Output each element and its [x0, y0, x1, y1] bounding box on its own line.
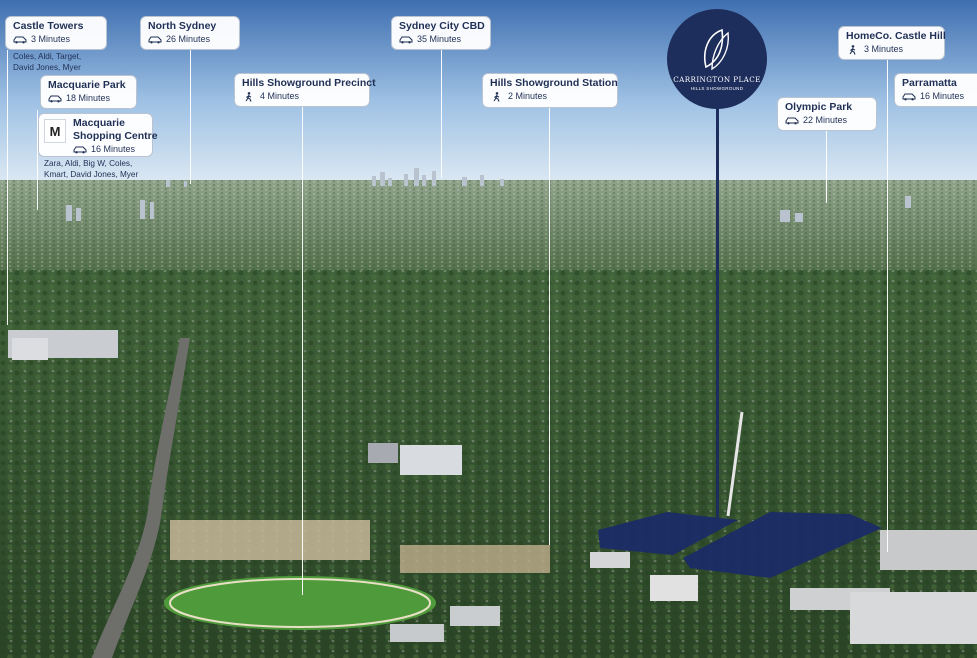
- label-parramatta: Parramatta 16 Minutes: [894, 73, 977, 107]
- location-name-line-1: Macquarie: [73, 117, 125, 129]
- location-name: Olympic Park: [785, 101, 853, 113]
- walking-icon: [242, 91, 256, 102]
- pointer-sydney-cbd: [441, 50, 442, 178]
- macquarie-m-logo: M: [44, 119, 66, 143]
- location-name-line-2: Shopping Centre: [73, 130, 158, 142]
- pointer-homeco-castle-hill: [887, 60, 888, 552]
- car-icon: [13, 35, 27, 44]
- label-macquarie-centre: M Macquarie Shopping Centre 16 Minutes: [38, 113, 158, 157]
- location-name: North Sydney: [148, 20, 217, 32]
- car-icon: [902, 92, 916, 101]
- label-sydney-cbd: Sydney City CBD 35 Minutes: [391, 16, 491, 50]
- brand-subtitle: HILLS SHOWGROUND: [690, 86, 744, 91]
- pointer-olympic-park: [826, 131, 827, 203]
- travel-time: 16 Minutes: [91, 144, 136, 154]
- travel-time: 3 Minutes: [31, 34, 71, 44]
- location-name: Sydney City CBD: [399, 20, 485, 32]
- label-macquarie-park: Macquarie Park 18 Minutes: [40, 75, 137, 109]
- car-icon: [48, 94, 62, 103]
- car-icon: [785, 116, 799, 125]
- pointer-castle-towers: [7, 50, 8, 325]
- location-name: Macquarie Park: [48, 79, 126, 91]
- label-north-sydney: North Sydney 26 Minutes: [140, 16, 240, 50]
- label-hills-showground-precinct: Hills Showground Precinct 4 Minutes: [234, 73, 376, 107]
- location-name: Parramatta: [902, 77, 957, 89]
- travel-time: 22 Minutes: [803, 115, 848, 125]
- travel-time: 2 Minutes: [508, 91, 548, 101]
- location-name: Castle Towers: [13, 20, 84, 32]
- location-name: Hills Showground Station: [490, 77, 618, 89]
- walking-icon: [846, 44, 860, 55]
- travel-time: 16 Minutes: [920, 91, 965, 101]
- travel-time: 4 Minutes: [260, 91, 300, 101]
- label-homeco-castle-hill: HomeCo. Castle Hill 3 Minutes: [838, 26, 946, 60]
- car-icon: [73, 145, 87, 154]
- pointer-hills-showground-precinct: [302, 107, 303, 595]
- travel-time: 35 Minutes: [417, 34, 462, 44]
- pointer-hills-showground-station: [549, 108, 550, 545]
- castle-towers-stores: Coles, Aldi, Target, David Jones, Myer: [13, 52, 82, 72]
- travel-time: 18 Minutes: [66, 93, 111, 103]
- leaf-outline-logo-icon: [704, 28, 729, 71]
- label-olympic-park: Olympic Park 22 Minutes: [777, 97, 877, 131]
- travel-time: 26 Minutes: [166, 34, 211, 44]
- car-icon: [399, 35, 413, 44]
- location-name: HomeCo. Castle Hill: [846, 30, 946, 42]
- location-name: Hills Showground Precinct: [242, 77, 376, 89]
- carrington-place-badge: CARRINGTON PLACE HILLS SHOWGROUND: [667, 9, 767, 109]
- travel-time: 3 Minutes: [864, 44, 904, 54]
- car-icon: [148, 35, 162, 44]
- label-hills-showground-station: Hills Showground Station 2 Minutes: [482, 73, 618, 108]
- brand-name: CARRINGTON PLACE: [673, 75, 761, 84]
- brand-pointer-line: [716, 108, 719, 520]
- pointer-macquarie-park: [37, 110, 38, 210]
- label-castle-towers: Castle Towers 3 Minutes: [5, 16, 107, 50]
- pointer-north-sydney: [190, 50, 191, 184]
- macquarie-centre-stores: Zara, Aldi, Big W, Coles, Kmart, David J…: [44, 159, 139, 179]
- walking-icon: [490, 91, 504, 102]
